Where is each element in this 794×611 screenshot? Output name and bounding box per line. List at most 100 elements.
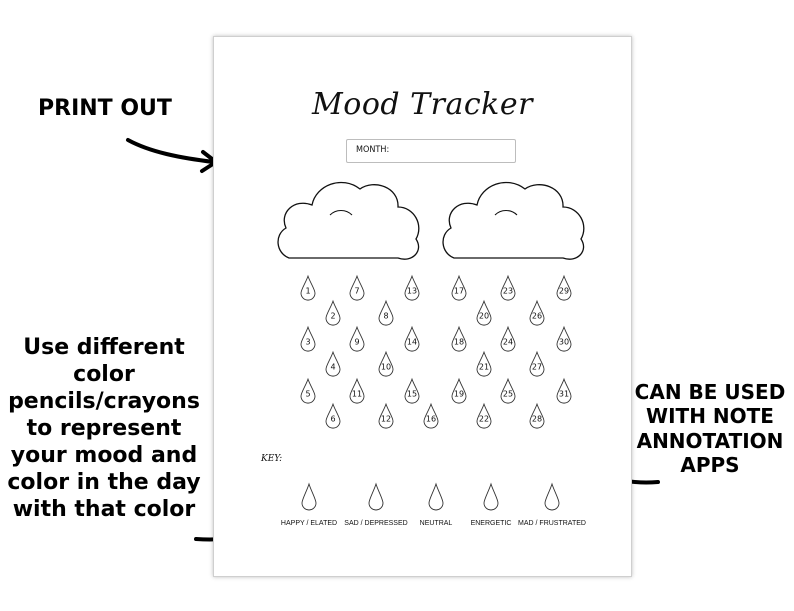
print-out-callout: PRINT OUT [38, 96, 172, 121]
day-drop[interactable]: 27 [529, 350, 545, 377]
legend-raindrop-icon[interactable] [368, 482, 384, 511]
annotation-apps-callout: CAN BE USED WITH NOTE ANNOTATION APPS [634, 380, 786, 478]
cloud-left-icon [277, 181, 420, 260]
raindrop-icon [476, 350, 492, 377]
day-number: 24 [503, 338, 513, 347]
day-number: 26 [532, 312, 542, 321]
day-drop[interactable]: 26 [529, 299, 545, 326]
page-title: Mood Tracker [312, 87, 533, 122]
day-number: 15 [407, 390, 417, 399]
day-drop[interactable]: 14 [404, 325, 420, 352]
legend-raindrop-icon[interactable] [544, 482, 560, 511]
raindrop-icon [404, 274, 420, 301]
day-number: 23 [503, 287, 513, 296]
raindrop-icon [529, 299, 545, 326]
day-drop[interactable]: 11 [349, 377, 365, 404]
legend-label: MAD / FRUSTRATED [518, 520, 586, 527]
day-drop[interactable]: 7 [349, 274, 365, 301]
day-drop[interactable]: 10 [378, 350, 394, 377]
day-drop[interactable]: 23 [500, 274, 516, 301]
day-number: 4 [330, 363, 335, 372]
day-number: 10 [381, 363, 391, 372]
raindrop-icon [500, 325, 516, 352]
day-drop[interactable]: 29 [556, 274, 572, 301]
day-number: 12 [381, 415, 391, 424]
day-number: 19 [454, 390, 464, 399]
day-drop[interactable]: 17 [451, 274, 467, 301]
raindrop-icon [500, 274, 516, 301]
day-drop[interactable]: 12 [378, 402, 394, 429]
raindrop-icon [500, 377, 516, 404]
day-number: 11 [352, 390, 362, 399]
day-drop[interactable]: 6 [325, 402, 341, 429]
legend-raindrop-icon[interactable] [428, 482, 444, 511]
day-number: 5 [305, 390, 310, 399]
legend-raindrop-icon[interactable] [483, 482, 499, 511]
day-drop[interactable]: 28 [529, 402, 545, 429]
day-drop[interactable]: 9 [349, 325, 365, 352]
day-drop[interactable]: 1 [300, 274, 316, 301]
day-number: 6 [330, 415, 335, 424]
legend-label: HAPPY / ELATED [280, 520, 338, 527]
day-number: 9 [354, 338, 359, 347]
day-number: 27 [532, 363, 542, 372]
day-drop[interactable]: 25 [500, 377, 516, 404]
day-number: 28 [532, 415, 542, 424]
day-drop[interactable]: 13 [404, 274, 420, 301]
day-number: 22 [479, 415, 489, 424]
day-drop[interactable]: 31 [556, 377, 572, 404]
day-drop[interactable]: 20 [476, 299, 492, 326]
day-number: 1 [305, 287, 310, 296]
raindrop-icon [349, 325, 365, 352]
legend-drops [301, 482, 560, 511]
cloud-right-icon [442, 181, 585, 260]
day-drop[interactable]: 8 [378, 299, 394, 326]
day-number: 8 [383, 312, 388, 321]
month-label: MONTH: [356, 145, 390, 155]
raindrop-icon [476, 402, 492, 429]
raindrop-icon [300, 377, 316, 404]
raindrop-icon [556, 377, 572, 404]
day-number: 30 [559, 338, 569, 347]
raindrop-icon [325, 299, 341, 326]
day-drop[interactable]: 19 [451, 377, 467, 404]
day-number: 20 [479, 312, 489, 321]
day-drop[interactable]: 15 [404, 377, 420, 404]
legend-label: NEUTRAL [419, 520, 453, 527]
day-drop[interactable]: 3 [300, 325, 316, 352]
day-drop[interactable]: 2 [325, 299, 341, 326]
day-drop[interactable]: 22 [476, 402, 492, 429]
day-drop[interactable]: 30 [556, 325, 572, 352]
day-number: 17 [454, 287, 464, 296]
key-label: KEY: [261, 454, 283, 464]
day-drop[interactable]: 18 [451, 325, 467, 352]
raindrop-icon [404, 325, 420, 352]
raindrop-icon [404, 377, 420, 404]
raindrop-icon [378, 402, 394, 429]
day-drops: 1234567891011121314151617181920212223242… [300, 274, 572, 429]
day-drop[interactable]: 4 [325, 350, 341, 377]
day-drop[interactable]: 21 [476, 350, 492, 377]
month-field[interactable]: MONTH: [346, 139, 516, 163]
legend-raindrop-icon[interactable] [301, 482, 317, 511]
raindrop-icon [556, 325, 572, 352]
day-number: 14 [407, 338, 417, 347]
raindrop-icon [349, 274, 365, 301]
raindrop-icon [476, 299, 492, 326]
usage-callout: Use different color pencils/crayons to r… [7, 335, 201, 523]
raindrop-icon [378, 350, 394, 377]
day-drop[interactable]: 5 [300, 377, 316, 404]
raindrop-icon [378, 299, 394, 326]
day-number: 31 [559, 390, 569, 399]
day-number: 7 [354, 287, 359, 296]
day-number: 29 [559, 287, 569, 296]
raindrop-icon [529, 350, 545, 377]
day-drop[interactable]: 24 [500, 325, 516, 352]
day-drop[interactable]: 16 [423, 402, 439, 429]
day-number: 18 [454, 338, 464, 347]
day-number: 25 [503, 390, 513, 399]
raindrop-icon [325, 350, 341, 377]
legend-label: ENERGETIC [470, 520, 512, 527]
raindrop-icon [451, 325, 467, 352]
day-number: 2 [330, 312, 335, 321]
